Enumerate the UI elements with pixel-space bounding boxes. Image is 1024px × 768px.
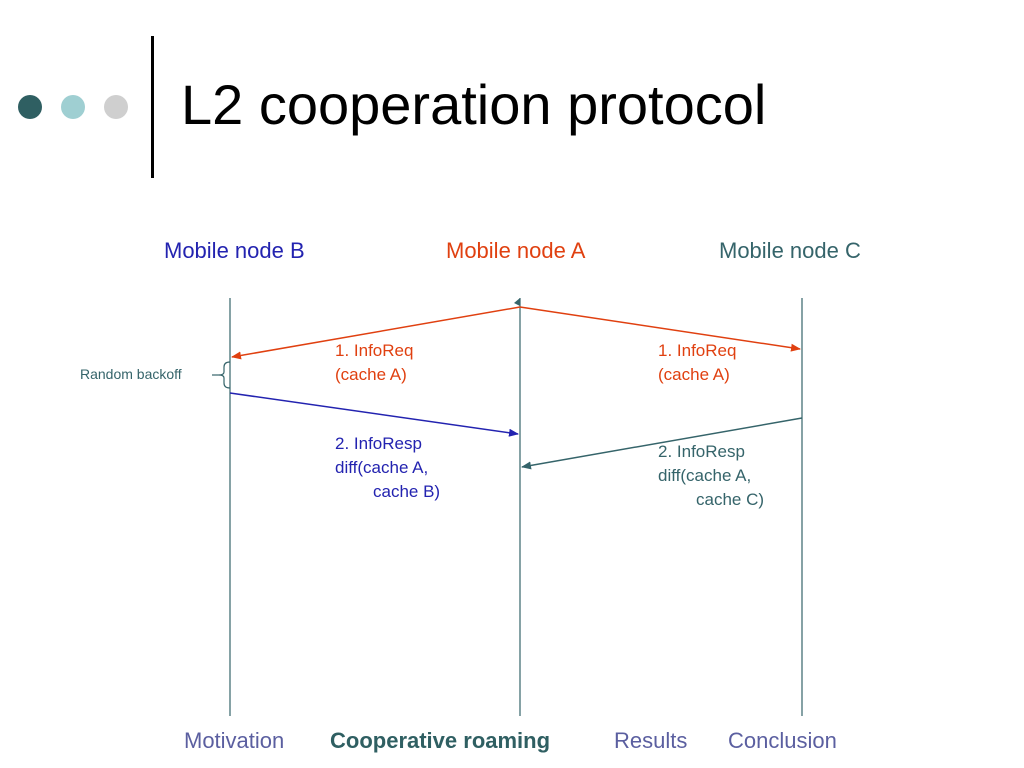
arrow-inforesp-from-b xyxy=(229,392,519,437)
page-title: L2 cooperation protocol xyxy=(181,73,767,136)
arrow-inforesp-from-c xyxy=(521,417,803,470)
msg-inforesp-b-line1: 2. InfoResp xyxy=(335,434,422,453)
title-divider xyxy=(151,36,154,178)
nav-cooperative-roaming[interactable]: Cooperative roaming xyxy=(330,728,551,753)
backoff-brace xyxy=(218,361,231,389)
msg-inforeq-b-line1: 1. InfoReq xyxy=(335,341,414,360)
msg-inforesp-b-line2: diff(cache A, xyxy=(335,458,429,477)
msg-inforeq-b-line2: (cache A) xyxy=(335,365,407,384)
random-backoff-label: Random backoff xyxy=(80,366,182,382)
msg-inforeq-c-line2: (cache A) xyxy=(658,365,730,384)
bullet-dot-gray xyxy=(104,95,128,119)
msg-inforesp-c-line2: diff(cache A, xyxy=(658,466,752,485)
msg-inforesp-c-line1: 2. InfoResp xyxy=(658,442,745,461)
node-a-label: Mobile node A xyxy=(446,238,586,263)
node-c-label: Mobile node C xyxy=(719,238,861,263)
nav-results[interactable]: Results xyxy=(614,728,688,753)
arrow-inforeq-to-c xyxy=(519,306,801,352)
msg-inforesp-b-line3: cache B) xyxy=(373,482,441,501)
nav-conclusion[interactable]: Conclusion xyxy=(728,728,837,753)
arrow-inforeq-to-b xyxy=(231,306,521,360)
bullet-dot-dark xyxy=(18,95,42,119)
msg-inforeq-b: 1. InfoReq (cache A) xyxy=(335,339,413,387)
msg-inforesp-b: 2. InfoResp diff(cache A, cache B) xyxy=(335,432,440,504)
bullet-dot-light xyxy=(61,95,85,119)
msg-inforeq-c-line1: 1. InfoReq xyxy=(658,341,737,360)
msg-inforesp-c: 2. InfoResp diff(cache A, cache C) xyxy=(658,440,764,512)
nav-motivation[interactable]: Motivation xyxy=(184,728,285,753)
lifeline-a-tip xyxy=(514,298,520,306)
node-b-label: Mobile node B xyxy=(164,238,305,263)
msg-inforeq-c: 1. InfoReq (cache A) xyxy=(658,339,736,387)
msg-inforesp-c-line3: cache C) xyxy=(696,490,765,509)
